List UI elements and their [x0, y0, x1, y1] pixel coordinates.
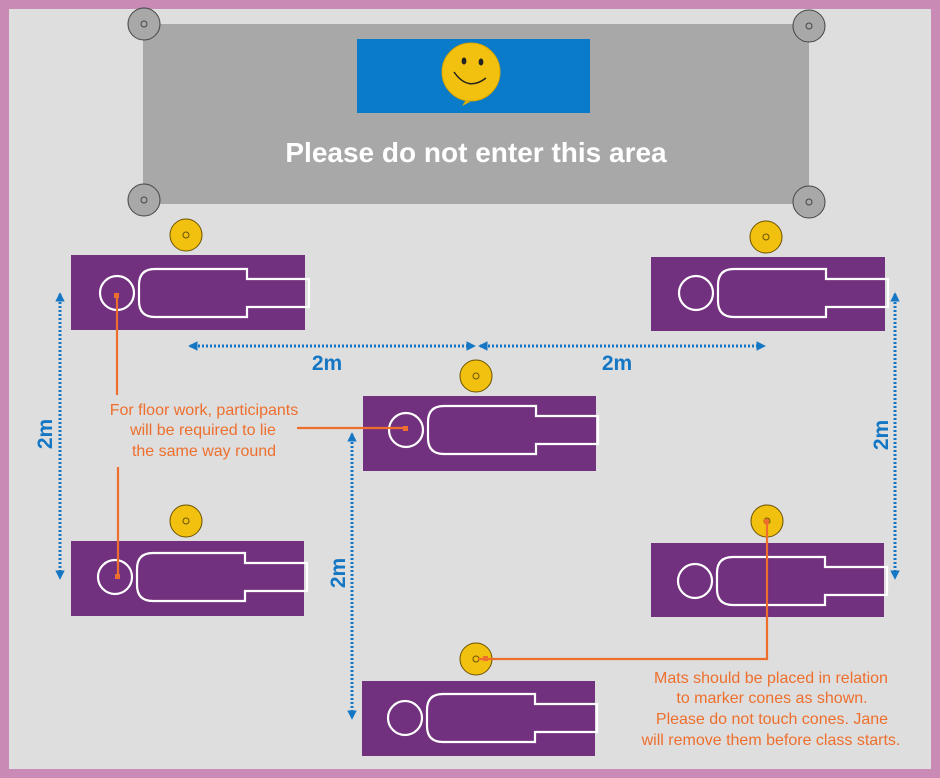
- marker-cone-icon: [459, 359, 493, 393]
- dimension-label-vertical-left: 2m: [34, 419, 57, 449]
- annotation-line: For floor work, participants: [110, 402, 299, 419]
- boundary-cone-icon: [792, 9, 826, 43]
- boundary-cones: [127, 7, 826, 219]
- boundary-cone-icon: [792, 185, 826, 219]
- mat-top-right: [651, 257, 890, 331]
- dimension-label-horizontal-left: 2m: [312, 352, 342, 375]
- mat-bottom-right: [651, 543, 889, 617]
- no-entry-label: Please do not enter this area: [285, 137, 667, 168]
- mat-center: [363, 396, 600, 471]
- no-entry-zone: Please do not enter this area: [143, 24, 809, 204]
- annotation-floor-work: For floor work, participants will be req…: [110, 402, 299, 460]
- annotation-line: Mats should be placed in relation: [654, 670, 888, 687]
- smiley-balloon-icon: [441, 42, 501, 106]
- mat-top-left: [71, 255, 311, 330]
- mat-bottom-center: [362, 681, 599, 756]
- dimension-label-vertical-right: 2m: [870, 420, 893, 450]
- marker-cone-icon: [169, 504, 203, 538]
- annotation-line: the same way round: [132, 443, 276, 460]
- dimension-label-vertical-center: 2m: [327, 558, 350, 588]
- annotation-line: Please do not touch cones. Jane: [656, 711, 888, 728]
- annotation-cones: Mats should be placed in relation to mar…: [641, 670, 901, 749]
- annotation-line: will remove them before class starts.: [641, 732, 901, 749]
- marker-cone-icon: [169, 218, 203, 252]
- marker-cone-icon: [459, 642, 493, 676]
- mat-bottom-left: [71, 541, 309, 616]
- boundary-cone-icon: [127, 183, 161, 217]
- marker-cone-icon: [749, 220, 783, 254]
- annotation-line: to marker cones as shown.: [676, 690, 867, 707]
- annotation-line: will be required to lie: [129, 422, 276, 439]
- boundary-cone-icon: [127, 7, 161, 41]
- leader-line-cones: [478, 522, 769, 661]
- dimension-label-horizontal-right: 2m: [602, 352, 632, 375]
